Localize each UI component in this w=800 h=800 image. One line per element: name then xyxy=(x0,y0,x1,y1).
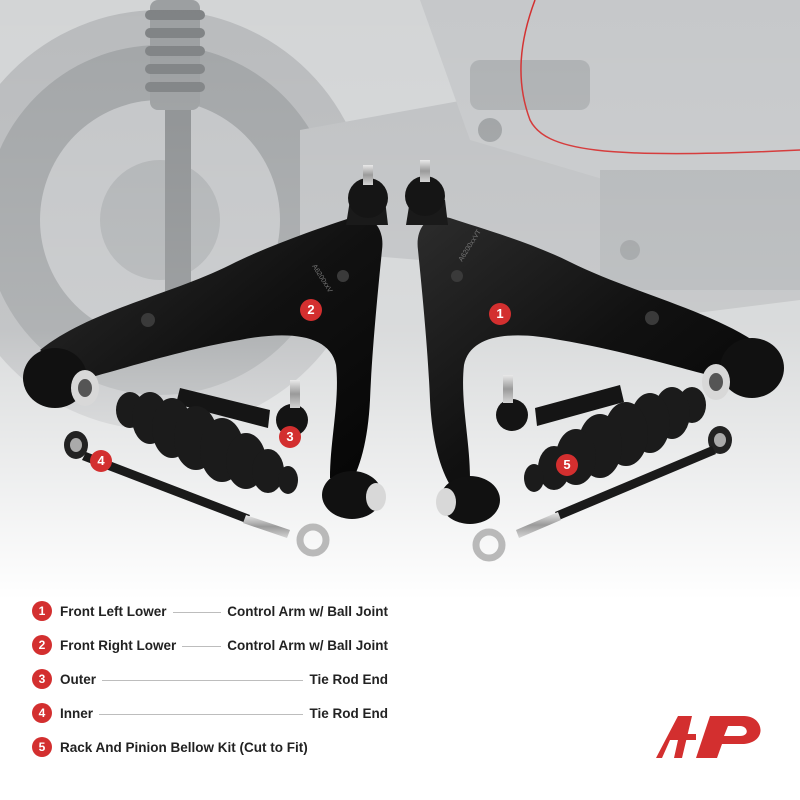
legend-item: 5 Rack And Pinion Bellow Kit (Cut to Fit… xyxy=(32,730,388,764)
legend-number: 4 xyxy=(32,703,52,723)
legend-item: 3 Outer Tie Rod End xyxy=(32,662,388,696)
legend-value: Tie Rod End xyxy=(309,705,388,721)
legend-value: Control Arm w/ Ball Joint xyxy=(227,603,388,619)
callout-marker: 1 xyxy=(489,303,511,325)
a-premium-logo xyxy=(652,712,772,762)
background-photo xyxy=(0,0,800,600)
parts-legend: 1 Front Left Lower Control Arm w/ Ball J… xyxy=(32,594,388,764)
callout-marker: 4 xyxy=(90,450,112,472)
legend-number: 2 xyxy=(32,635,52,655)
legend-label: Front Left Lower xyxy=(60,603,167,619)
legend-number: 1 xyxy=(32,601,52,621)
leader-line xyxy=(172,611,222,613)
tie-rod-set-left xyxy=(64,380,330,557)
leader-line xyxy=(102,679,304,681)
callout-marker: 2 xyxy=(300,299,322,321)
tie-rod-set-right xyxy=(472,375,732,562)
callout-marker: 3 xyxy=(279,426,301,448)
legend-label: Front Right Lower xyxy=(60,637,177,653)
leader-line xyxy=(99,713,304,715)
legend-item: 1 Front Left Lower Control Arm w/ Ball J… xyxy=(32,594,388,628)
legend-label: Outer xyxy=(60,671,97,687)
legend-value: Control Arm w/ Ball Joint xyxy=(227,637,388,653)
legend-label: Inner xyxy=(60,705,94,721)
legend-value: Tie Rod End xyxy=(309,671,388,687)
legend-item: 2 Front Right Lower Control Arm w/ Ball … xyxy=(32,628,388,662)
control-arm-front-left: A6200xxVT xyxy=(405,160,784,524)
product-photo: A6200xxV A6200xxVT xyxy=(0,0,800,600)
legend-number: 3 xyxy=(32,669,52,689)
legend-label: Rack And Pinion Bellow Kit (Cut to Fit) xyxy=(60,739,308,755)
legend-item: 4 Inner Tie Rod End xyxy=(32,696,388,730)
leader-line xyxy=(182,645,222,647)
callout-marker: 5 xyxy=(556,454,578,476)
legend-number: 5 xyxy=(32,737,52,757)
control-arm-front-right: A6200xxV xyxy=(23,165,388,519)
